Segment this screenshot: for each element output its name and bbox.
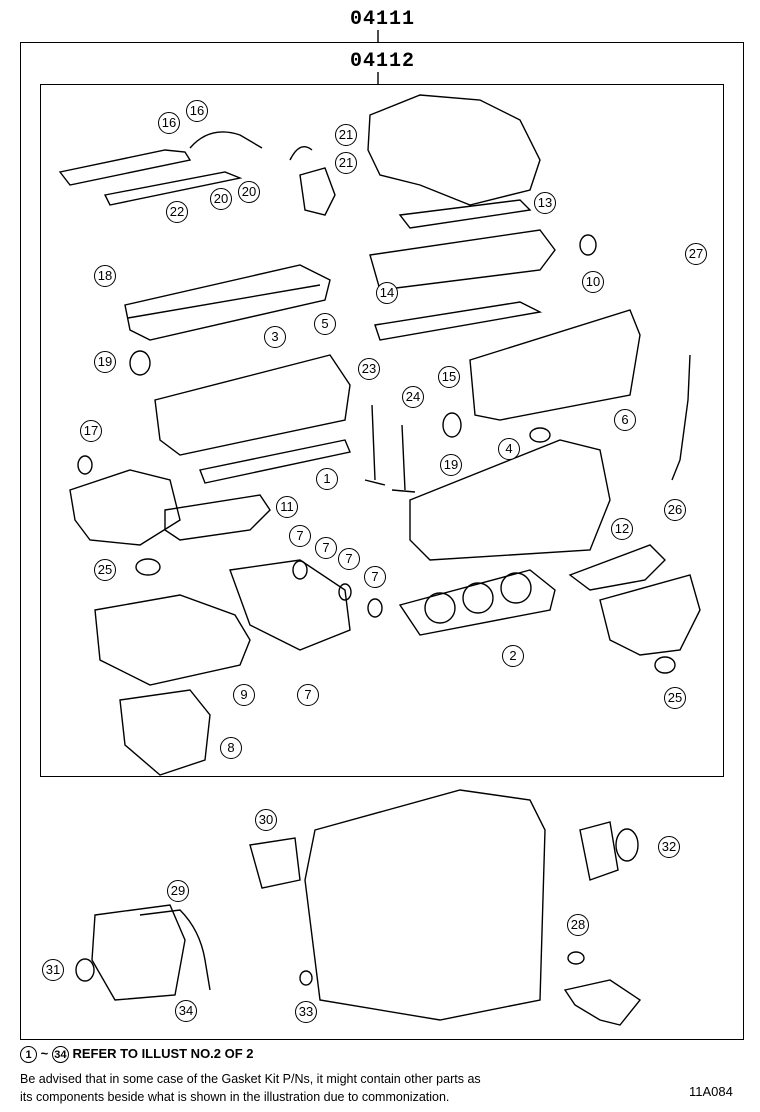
callout-24[interactable]: 24 — [402, 386, 424, 408]
callout-16[interactable]: 16 — [186, 100, 208, 122]
advisory-line-2: its components beside what is shown in t… — [20, 1090, 450, 1104]
callout-18[interactable]: 18 — [94, 265, 116, 287]
callout-32[interactable]: 32 — [658, 836, 680, 858]
callout-8[interactable]: 8 — [220, 737, 242, 759]
callout-22[interactable]: 22 — [166, 201, 188, 223]
callout-20[interactable]: 20 — [238, 181, 260, 203]
callout-1[interactable]: 1 — [316, 468, 338, 490]
callout-25[interactable]: 25 — [664, 687, 686, 709]
callout-11[interactable]: 11 — [276, 496, 298, 518]
callout-7[interactable]: 7 — [297, 684, 319, 706]
figure-code: 11A084 — [689, 1084, 733, 1099]
callout-19[interactable]: 19 — [440, 454, 462, 476]
callout-13[interactable]: 13 — [534, 192, 556, 214]
callout-2[interactable]: 2 — [502, 645, 524, 667]
callout-27[interactable]: 27 — [685, 243, 707, 265]
callout-14[interactable]: 14 — [376, 282, 398, 304]
kit-code-inner: 04112 — [350, 50, 416, 73]
callout-26[interactable]: 26 — [664, 499, 686, 521]
callout-33[interactable]: 33 — [295, 1001, 317, 1023]
ref-tilde: ~ — [40, 1046, 49, 1061]
callout-25[interactable]: 25 — [94, 559, 116, 581]
callout-21[interactable]: 21 — [335, 152, 357, 174]
callout-28[interactable]: 28 — [567, 914, 589, 936]
callout-17[interactable]: 17 — [80, 420, 102, 442]
ref-text: REFER TO ILLUST NO.2 OF 2 — [72, 1046, 254, 1061]
callout-34[interactable]: 34 — [175, 1000, 197, 1022]
advisory-line-1: Be advised that in some case of the Gask… — [20, 1072, 481, 1086]
callout-4[interactable]: 4 — [498, 438, 520, 460]
inner-kit-frame — [40, 84, 724, 777]
callout-6[interactable]: 6 — [614, 409, 636, 431]
kit-code-outer: 04111 — [350, 8, 416, 31]
callout-7[interactable]: 7 — [364, 566, 386, 588]
callout-10[interactable]: 10 — [582, 271, 604, 293]
callout-30[interactable]: 30 — [255, 809, 277, 831]
callout-21[interactable]: 21 — [335, 124, 357, 146]
callout-7[interactable]: 7 — [338, 548, 360, 570]
callout-29[interactable]: 29 — [167, 880, 189, 902]
callout-31[interactable]: 31 — [42, 959, 64, 981]
callout-7[interactable]: 7 — [289, 525, 311, 547]
callout-5[interactable]: 5 — [314, 313, 336, 335]
callout-7[interactable]: 7 — [315, 537, 337, 559]
callout-20[interactable]: 20 — [210, 188, 232, 210]
callout-9[interactable]: 9 — [233, 684, 255, 706]
callout-15[interactable]: 15 — [438, 366, 460, 388]
callout-19[interactable]: 19 — [94, 351, 116, 373]
reference-note: 1 ~ 34 REFER TO ILLUST NO.2 OF 2 — [20, 1046, 254, 1064]
ref-start-callout: 1 — [20, 1046, 37, 1064]
outer-kit-frame — [20, 42, 744, 1040]
callout-12[interactable]: 12 — [611, 518, 633, 540]
callout-23[interactable]: 23 — [358, 358, 380, 380]
callout-16[interactable]: 16 — [158, 112, 180, 134]
callout-3[interactable]: 3 — [264, 326, 286, 348]
ref-end-callout: 34 — [51, 1046, 69, 1064]
